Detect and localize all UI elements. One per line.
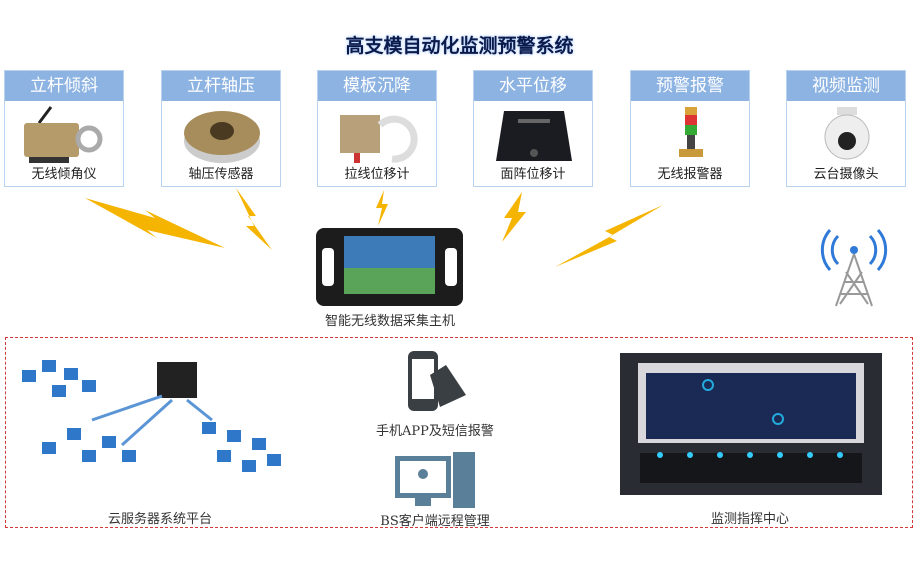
sensor-caption: 无线倾角仪 [31,167,97,182]
command-center-image [620,353,882,495]
sensor-card-video: 视频监测 云台摄像头 [786,70,906,187]
app-caption: 手机APP及短信报警 [376,424,494,439]
sensor-caption: 无线报警器 [657,167,723,182]
sensor-card-horizontal: 水平位移 面阵位移计 [473,70,593,187]
sensor-card-settlement: 模板沉降 拉线位移计 [317,70,437,187]
lightning-bolt-icon [236,188,272,250]
sensor-header: 预警报警 [631,71,749,101]
sensor-header: 立杆倾斜 [5,71,123,101]
sensor-header: 模板沉降 [318,71,436,101]
sensor-card-alarm: 预警报警 无线报警器 [630,70,750,187]
mobile-app-icon [408,351,466,411]
lightning-bolt-icon [502,192,526,242]
array-displacement-icon [496,111,572,161]
sensor-card-tilt: 立杆倾斜 无线倾角仪 [4,70,124,187]
sensor-header: 视频监测 [787,71,905,101]
data-collection-host-icon [316,228,463,306]
alarm-light-icon [679,107,703,157]
page-title: 高支模自动化监测预警系统 [345,35,574,57]
cloud-server-network-icon [22,360,281,472]
tilt-meter-icon [24,106,103,163]
axial-sensor-icon [184,111,260,163]
sensor-caption: 云台摄像头 [813,167,879,182]
sensor-header: 水平位移 [474,71,592,101]
command-center-caption: 监测指挥中心 [710,512,789,527]
lightning-bolt-icon [376,190,388,226]
antenna-tower-icon [820,229,888,307]
cloud-platform-caption: 云服务器系统平台 [107,512,212,527]
sensor-card-axial: 立杆轴压 轴压传感器 [161,70,281,187]
bs-caption: BS客户端远程管理 [380,514,490,529]
platform-group [5,337,913,528]
lightning-bolt-icon [85,198,225,248]
ptz-camera-icon [824,107,870,160]
displacement-meter-icon [340,115,418,163]
host-caption: 智能无线数据采集主机 [324,314,455,329]
lightning-bolt-icon [555,205,663,267]
sensor-header: 立杆轴压 [162,71,280,101]
sensor-caption: 轴压传感器 [188,167,254,182]
sensor-caption: 面阵位移计 [500,167,566,182]
sensor-caption: 拉线位移计 [344,167,410,182]
bs-client-computer-icon [395,452,475,508]
